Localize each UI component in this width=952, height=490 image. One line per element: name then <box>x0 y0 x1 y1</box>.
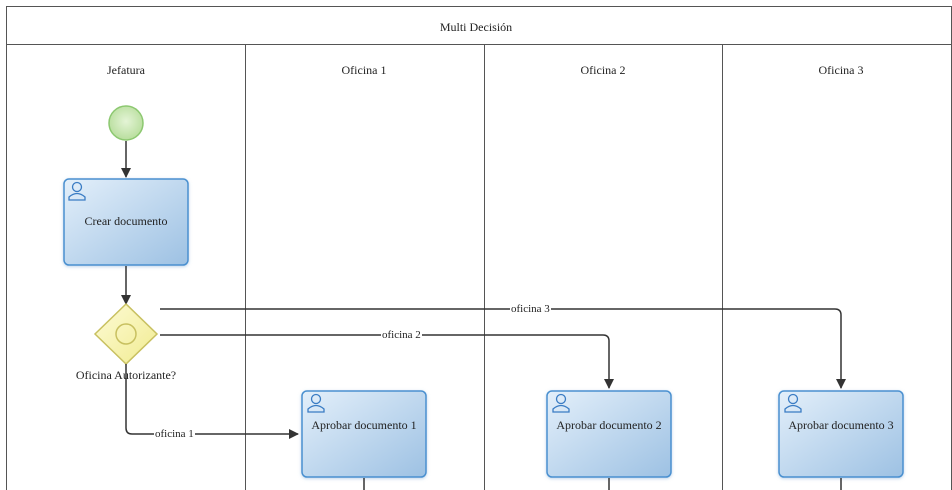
lane-header-jefatura: Jefatura <box>107 63 145 77</box>
lane-header-oficina-1: Oficina 1 <box>341 63 387 77</box>
lane-header-oficina-2: Oficina 2 <box>580 63 626 77</box>
edge-label-oficina-2: oficina 2 <box>381 328 422 342</box>
flow-oficina-3[interactable] <box>160 308 846 389</box>
gateway-label: Oficina Autorizante? <box>75 368 177 382</box>
flow-oficina-1[interactable] <box>125 364 299 439</box>
user-icon <box>784 393 802 413</box>
edge-label-oficina-1: oficina 1 <box>154 427 195 441</box>
user-icon <box>68 181 86 201</box>
task-label-aprobar-documento-2: Aprobar documento 2 <box>556 418 662 432</box>
user-icon <box>552 393 570 413</box>
edge-label-oficina-3: oficina 3 <box>510 302 551 316</box>
task-crear-documento[interactable] <box>63 178 189 266</box>
task-aprobar-documento-3[interactable] <box>778 390 904 478</box>
task-aprobar-documento-1[interactable] <box>301 390 427 478</box>
circle-icon <box>115 323 137 345</box>
flow-oficina-2[interactable] <box>160 334 614 389</box>
task-label-aprobar-documento-3: Aprobar documento 3 <box>788 418 894 432</box>
pool-title: Multi Decisión <box>439 20 513 34</box>
start-event[interactable] <box>108 105 144 141</box>
user-icon <box>307 393 325 413</box>
task-aprobar-documento-2[interactable] <box>546 390 672 478</box>
task-label-crear-documento: Crear documento <box>84 214 168 228</box>
task-label-aprobar-documento-1: Aprobar documento 1 <box>311 418 417 432</box>
lane-header-oficina-3: Oficina 3 <box>818 63 864 77</box>
